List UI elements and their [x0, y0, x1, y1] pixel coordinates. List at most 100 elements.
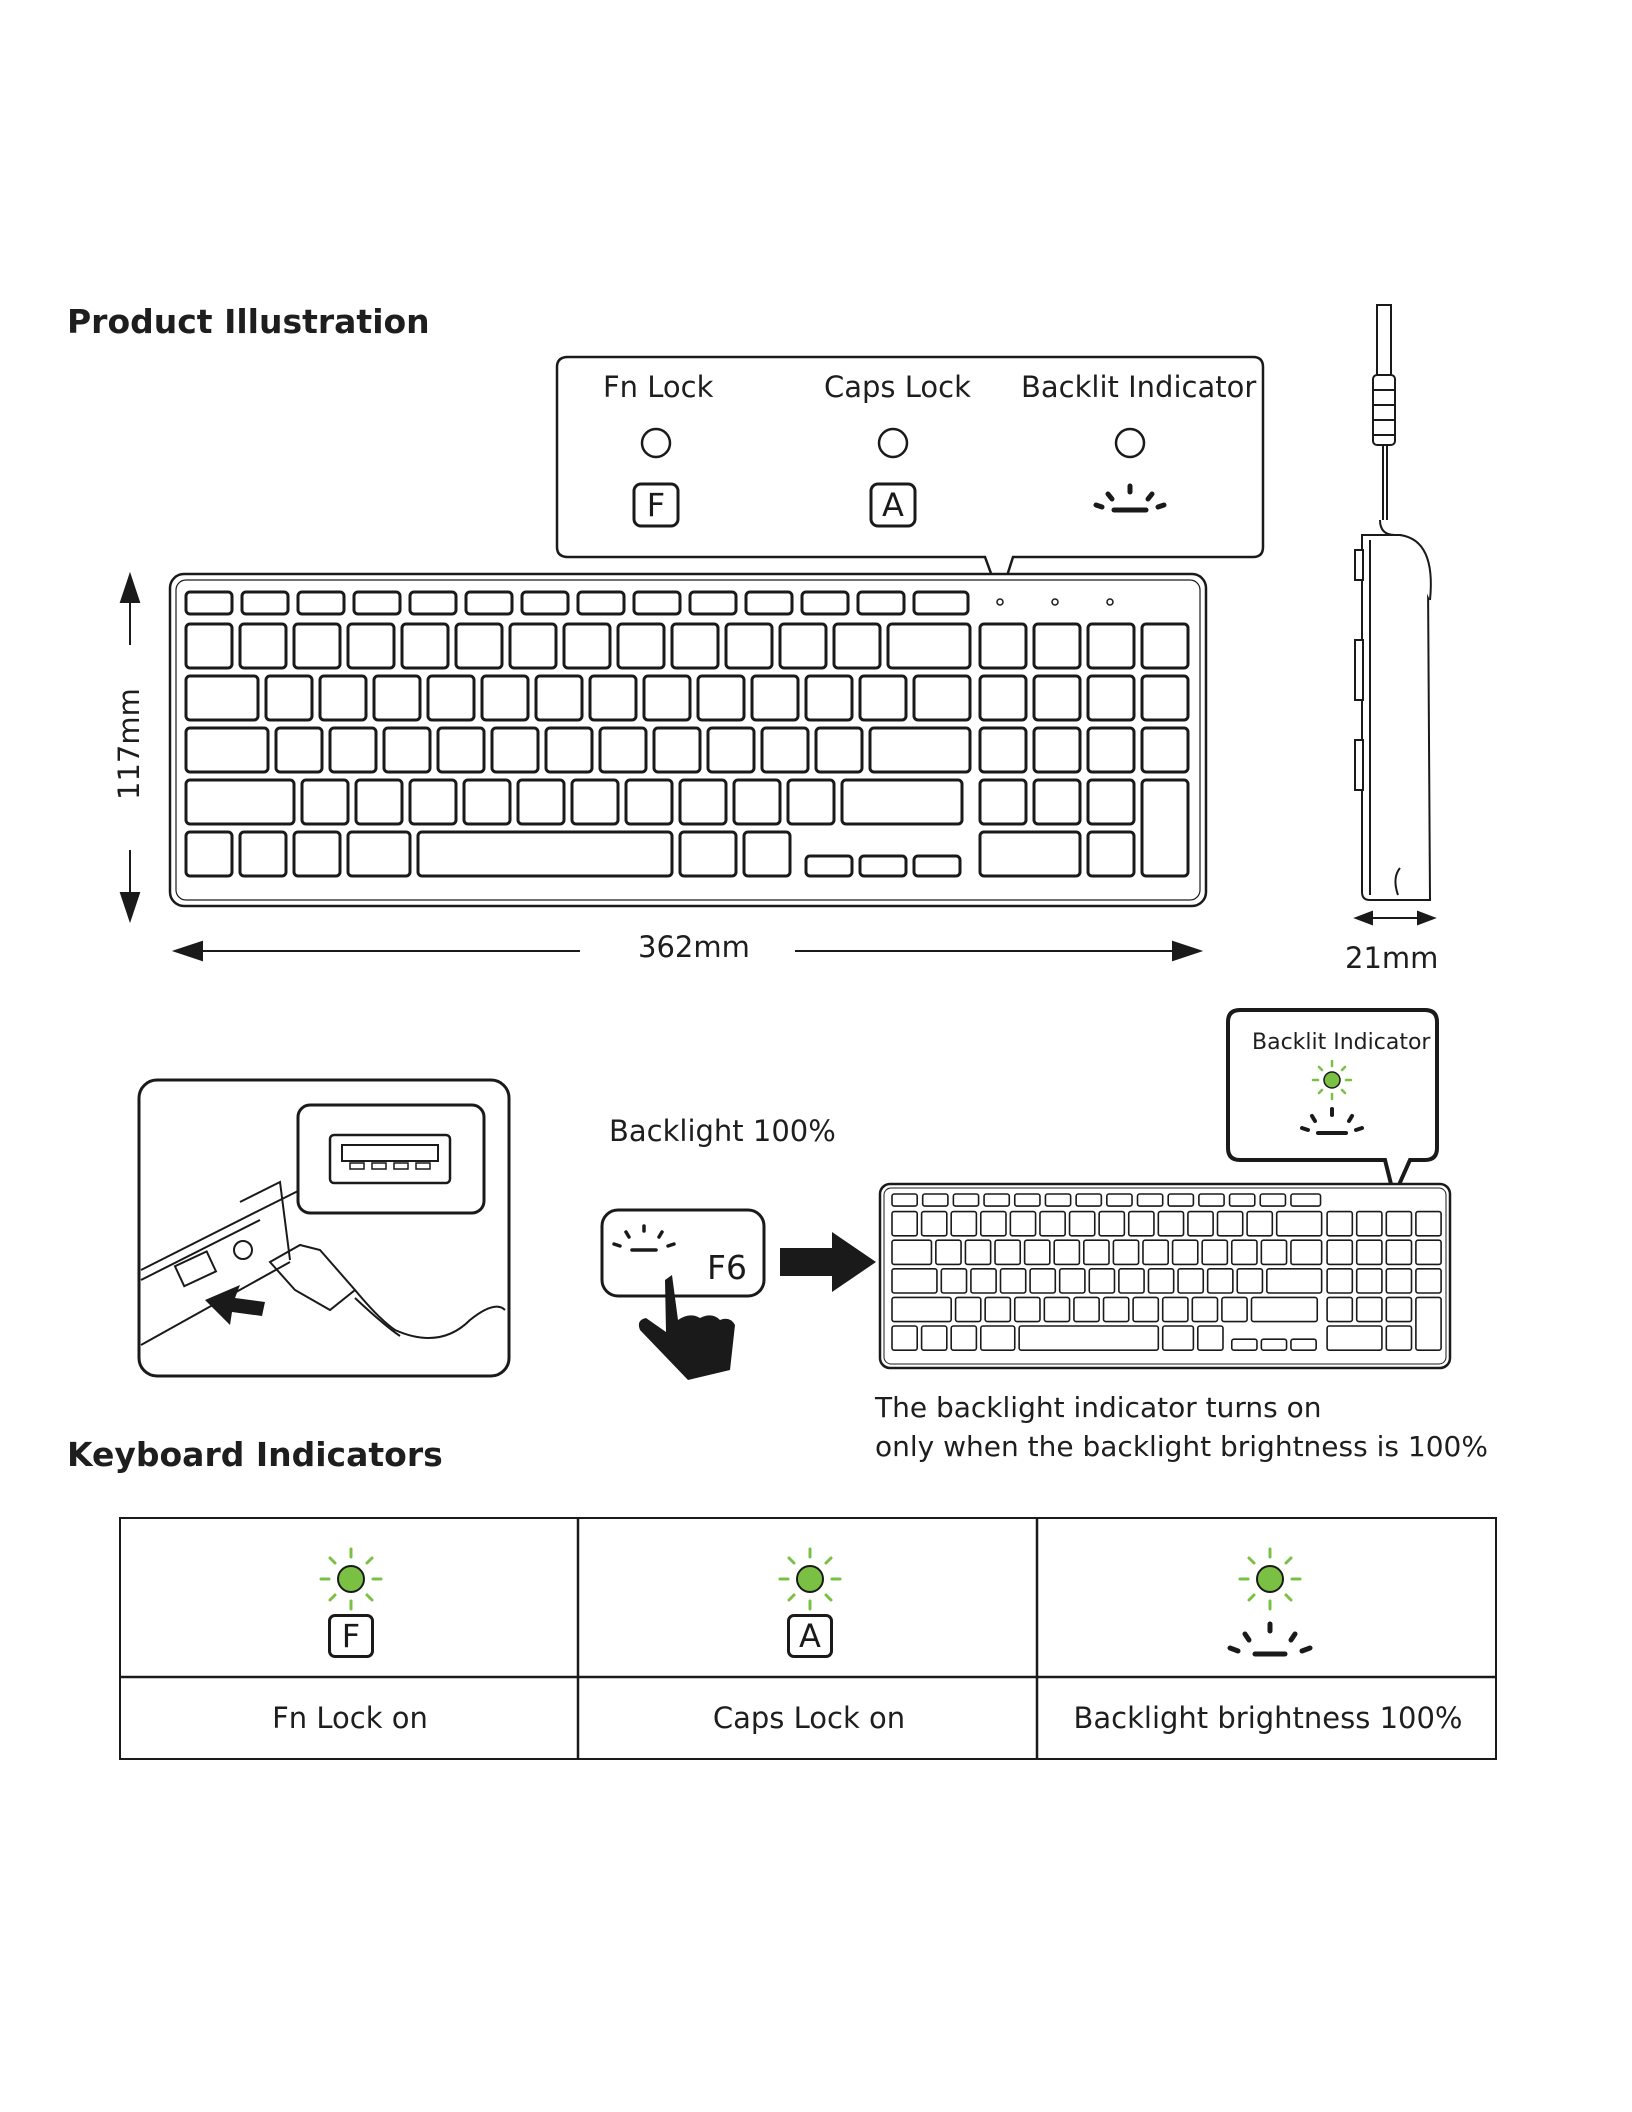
- keyboard-key: [1199, 1194, 1224, 1206]
- keyboard-key: [985, 1297, 1010, 1321]
- keyboard-key: [1054, 1240, 1079, 1264]
- keyboard-key: [941, 1269, 966, 1293]
- keyboard-key: [1119, 1269, 1144, 1293]
- keyboard-key: [1277, 1212, 1322, 1236]
- caps-lock-on-key-icon: A: [787, 1614, 833, 1658]
- fn-lock-on-label: Fn Lock on: [121, 1701, 579, 1735]
- keyboard-key: [1357, 1240, 1382, 1264]
- keyboard-key: [951, 1212, 976, 1236]
- keyboard-key: [1173, 1240, 1198, 1264]
- keyboard-key: [1230, 1194, 1255, 1206]
- keyboard-key: [1251, 1297, 1317, 1321]
- keyboard-key: [971, 1269, 996, 1293]
- keyboard-key: [1260, 1194, 1285, 1206]
- keyboard-key: [1044, 1297, 1069, 1321]
- keyboard-key: [1416, 1269, 1441, 1293]
- keyboard-key: [1178, 1269, 1203, 1293]
- keyboard-key: [1232, 1240, 1257, 1264]
- keyboard-key: [892, 1297, 951, 1321]
- keyboard-key: [1138, 1194, 1163, 1206]
- keyboard-key: [981, 1212, 1006, 1236]
- keyboard-key: [1104, 1297, 1129, 1321]
- keyboard-key: [1327, 1297, 1352, 1321]
- keyboard-key: [1232, 1339, 1257, 1350]
- keyboard-key: [956, 1297, 981, 1321]
- keyboard-key: [1019, 1326, 1158, 1350]
- keyboard-key: [981, 1326, 1015, 1350]
- fn-lock-on-led-icon: [311, 1539, 391, 1619]
- keyboard-key: [1015, 1194, 1040, 1206]
- keyboard-key: [1202, 1240, 1227, 1264]
- keyboard-key: [1158, 1212, 1183, 1236]
- keyboard-key: [1168, 1194, 1193, 1206]
- keyboard-key: [923, 1194, 948, 1206]
- keyboard-key: [922, 1212, 947, 1236]
- keyboard-key: [1107, 1194, 1132, 1206]
- keyboard-key: [1060, 1269, 1085, 1293]
- keyboard-key: [984, 1194, 1009, 1206]
- keyboard-key: [1188, 1212, 1213, 1236]
- backlight-on-symbol-icon: [1220, 1614, 1320, 1674]
- keyboard-key: [1076, 1194, 1101, 1206]
- keyboard-key: [1416, 1240, 1441, 1264]
- keyboard-key: [1015, 1297, 1040, 1321]
- keyboard-key: [1089, 1269, 1114, 1293]
- backlight-brightness-label: Backlight brightness 100%: [1039, 1701, 1497, 1735]
- keyboard-key: [995, 1240, 1020, 1264]
- keyboard-key: [1416, 1212, 1441, 1236]
- keyboard-key: [892, 1269, 937, 1293]
- keyboard-key: [1357, 1297, 1382, 1321]
- caps-lock-on-led-icon: [770, 1539, 850, 1619]
- keyboard-key: [951, 1326, 976, 1350]
- keyboard-key: [922, 1326, 947, 1350]
- fn-lock-on-key-icon: F: [328, 1614, 374, 1658]
- keyboard-key: [1357, 1269, 1382, 1293]
- keyboard-key: [965, 1240, 990, 1264]
- keyboard-key: [1386, 1326, 1411, 1350]
- keyboard-key: [1327, 1240, 1352, 1264]
- keyboard-key: [1291, 1240, 1322, 1264]
- caps-lock-on-label: Caps Lock on: [580, 1701, 1038, 1735]
- keyboard-key: [1291, 1194, 1321, 1206]
- keyboard-key: [1357, 1212, 1382, 1236]
- keyboard-key: [1261, 1240, 1286, 1264]
- keyboard-key: [1074, 1297, 1099, 1321]
- keyboard-key: [1163, 1297, 1188, 1321]
- keyboard-key: [1025, 1240, 1050, 1264]
- keyboard-key: [1129, 1212, 1154, 1236]
- keyboard-key: [892, 1212, 917, 1236]
- keyboard-key: [1010, 1212, 1035, 1236]
- keyboard-key: [1113, 1240, 1138, 1264]
- keyboard-key: [1327, 1212, 1352, 1236]
- keyboard-key: [1163, 1326, 1194, 1350]
- keyboard-key: [892, 1240, 931, 1264]
- keyboard-key: [1247, 1212, 1272, 1236]
- keyboard-key: [1040, 1212, 1065, 1236]
- keyboard-key: [1192, 1297, 1217, 1321]
- keyboard-key: [1386, 1269, 1411, 1293]
- keyboard-key: [1143, 1240, 1168, 1264]
- keyboard-key: [1133, 1297, 1158, 1321]
- backlight-on-led-icon: [1230, 1539, 1310, 1619]
- keyboard-key: [1291, 1339, 1316, 1350]
- keyboard-key: [892, 1326, 917, 1350]
- keyboard-key: [1198, 1326, 1223, 1350]
- keyboard-key: [892, 1194, 917, 1206]
- keyboard-key: [1070, 1212, 1095, 1236]
- keyboard-key: [1148, 1269, 1173, 1293]
- indicator-table: F A Fn Lock on Caps Lock on: [119, 1517, 1497, 1760]
- keyboard-key: [1386, 1297, 1411, 1321]
- keyboard-key: [1237, 1269, 1262, 1293]
- keyboard-key: [1386, 1240, 1411, 1264]
- keyboard-key: [1416, 1297, 1441, 1350]
- keyboard-key: [1208, 1269, 1233, 1293]
- keyboard-key: [1030, 1269, 1055, 1293]
- keyboard-key: [1222, 1297, 1247, 1321]
- keyboard-key: [953, 1194, 978, 1206]
- keyboard-key: [936, 1240, 961, 1264]
- backlight-note-line1: The backlight indicator turns on: [875, 1391, 1321, 1424]
- keyboard-key: [1261, 1339, 1286, 1350]
- keyboard-key: [1099, 1212, 1124, 1236]
- keyboard-key: [1327, 1269, 1352, 1293]
